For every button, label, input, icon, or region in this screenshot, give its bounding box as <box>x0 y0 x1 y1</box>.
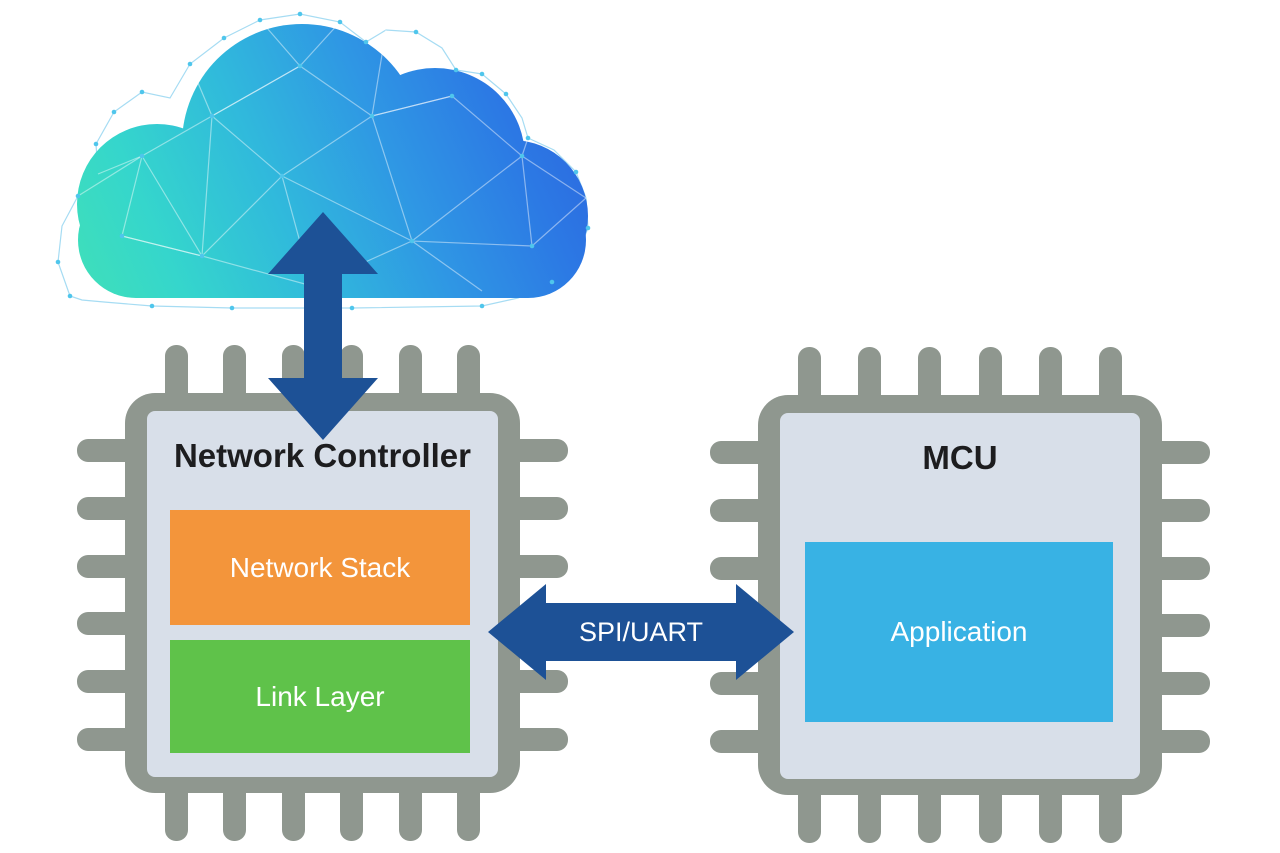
chip-pins-right <box>1146 441 1210 753</box>
mcu-title: MCU <box>922 439 998 476</box>
application-label: Application <box>890 616 1028 647</box>
chip-pin <box>1146 441 1210 464</box>
network-stack-label: Network Stack <box>229 551 411 583</box>
network-stack-block: Network Stack <box>170 510 470 625</box>
chip-pin <box>456 777 480 841</box>
chip-pin <box>798 779 821 843</box>
cloud-link-arrow-icon <box>268 212 378 440</box>
network-controller-title: Network Controller <box>173 437 472 474</box>
link-layer-label: Link Layer <box>255 680 385 712</box>
chip-pin <box>1038 779 1062 843</box>
chip-pin <box>223 777 247 841</box>
chip-body: Network Controller Network Stack Link La… <box>125 393 520 793</box>
chip-pin <box>504 439 568 462</box>
chip-pin <box>398 777 422 841</box>
spi-uart-label: SPI/UART <box>578 616 704 647</box>
chip-body: MCU Application <box>758 395 1162 795</box>
chip-pin <box>340 777 364 841</box>
chip-pin <box>504 670 568 694</box>
chip-pin <box>504 496 568 520</box>
chip-pin <box>1098 779 1122 843</box>
link-layer-block: Link Layer <box>170 640 470 753</box>
chip-pin <box>504 554 568 578</box>
chip-pin <box>1146 729 1210 753</box>
chip-pin <box>1146 498 1210 522</box>
chip-pins-bottom <box>798 779 1122 843</box>
chip-pin <box>281 777 305 841</box>
chip-pin <box>1146 672 1210 696</box>
cloud-icon <box>55 11 591 311</box>
chip-pin <box>1146 614 1210 638</box>
network-controller-chip: Network Controller Network Stack Link La… <box>77 345 568 841</box>
chip-pin <box>978 779 1002 843</box>
chip-pin <box>165 777 188 841</box>
chip-pin <box>918 779 942 843</box>
application-block: Application <box>805 542 1113 722</box>
chip-pin <box>858 779 882 843</box>
mcu-chip: MCU Application <box>710 347 1210 843</box>
chip-pins-bottom <box>165 777 480 841</box>
chip-pin <box>1146 556 1210 580</box>
chip-pin <box>504 727 568 751</box>
chip-panel: MCU Application <box>780 413 1140 779</box>
spi-uart-arrow-icon <box>488 584 794 680</box>
chip-panel: Network Controller Network Stack Link La… <box>147 411 498 777</box>
